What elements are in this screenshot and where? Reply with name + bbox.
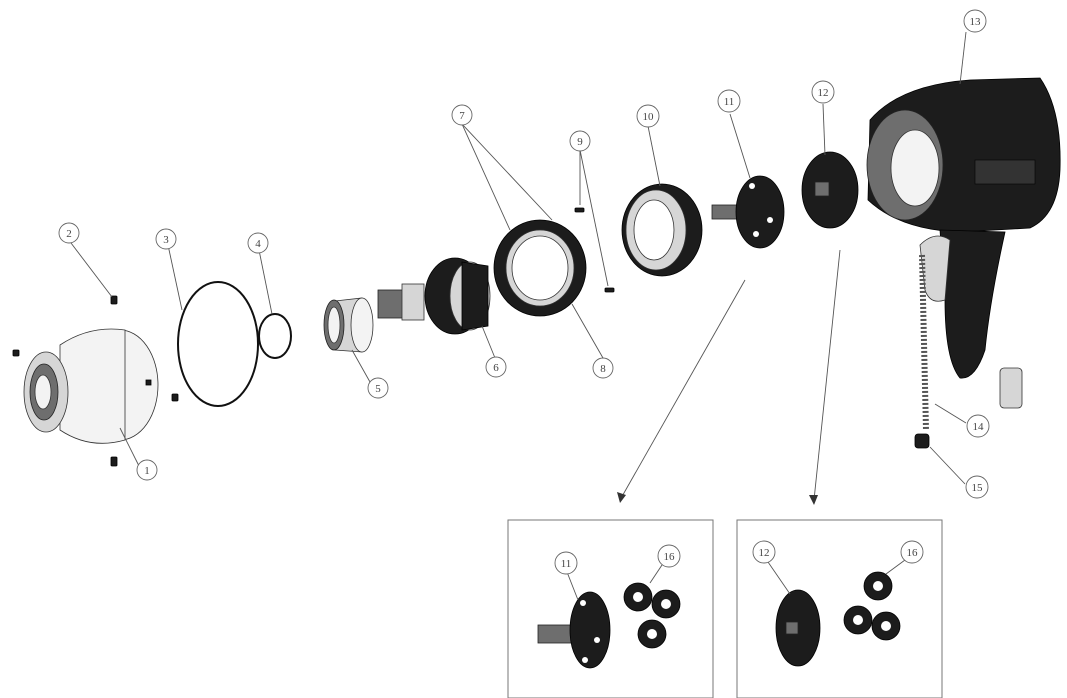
callout-9-label: 9 <box>577 136 583 148</box>
callout-10: 10 <box>636 104 660 128</box>
part-6-anvil <box>377 257 491 335</box>
callout-13-label: 13 <box>970 16 982 28</box>
callout-12: 12 <box>811 80 835 104</box>
detail-right-planet-gears <box>843 571 901 641</box>
callout-8: 8 <box>592 357 614 379</box>
arrowhead-left-detail <box>617 492 626 503</box>
callout-11-label: 11 <box>724 96 735 108</box>
part-5-needle-bearing <box>323 297 374 353</box>
detail-left-planet-gears <box>623 582 681 649</box>
detail-callout-11-label: 11 <box>561 558 572 570</box>
callout-3: 3 <box>155 228 177 250</box>
detail-callout-12-label: 12 <box>759 547 770 559</box>
detail-callout-16-left: 16 <box>657 544 681 568</box>
part-3-large-o-ring <box>177 281 259 407</box>
detail-right-plate <box>775 589 821 667</box>
callout-15: 15 <box>965 475 989 499</box>
callout-14-label: 14 <box>973 421 985 433</box>
part-12-carrier-plate <box>801 151 859 229</box>
detail-callout-16-right: 16 <box>900 540 924 564</box>
detail-leaders <box>566 559 906 601</box>
callout-4: 4 <box>247 232 269 254</box>
arrowhead-right-detail <box>809 495 818 505</box>
callout-12-label: 12 <box>818 87 829 99</box>
callout-2-label: 2 <box>66 228 72 240</box>
callout-5: 5 <box>367 377 389 399</box>
part-11-planet-carrier <box>711 175 785 249</box>
part-4-small-o-ring <box>258 313 292 359</box>
part-15-plug <box>914 433 930 449</box>
part-7-ring-gear <box>493 219 587 317</box>
leader-lines <box>70 31 967 501</box>
callout-1-label: 1 <box>144 465 150 477</box>
callout-1: 1 <box>136 459 158 481</box>
callout-6-label: 6 <box>493 362 499 374</box>
callout-8-label: 8 <box>600 363 606 375</box>
part-10-planetary-ring <box>621 183 703 277</box>
detail-callout-16-left-label: 16 <box>664 551 676 563</box>
detail-box-left <box>507 519 714 698</box>
callout-9: 9 <box>569 130 591 152</box>
detail-callout-11: 11 <box>554 551 578 575</box>
callout-4-label: 4 <box>255 238 261 250</box>
part-9-pins <box>574 207 615 293</box>
part-14-spring <box>919 254 929 431</box>
callout-15-label: 15 <box>972 482 984 494</box>
part-1-front-housing <box>23 328 159 444</box>
callout-3-label: 3 <box>163 234 169 246</box>
callout-10-label: 10 <box>643 111 655 123</box>
callout-11: 11 <box>717 89 741 113</box>
callout-13: 13 <box>963 9 987 33</box>
detail-left-carrier <box>537 591 611 669</box>
callout-2: 2 <box>58 222 80 244</box>
detail-callout-12: 12 <box>752 540 776 564</box>
part-2-screws <box>12 295 179 467</box>
callout-5-label: 5 <box>375 383 381 395</box>
detail-box-right <box>736 519 943 698</box>
detail-callout-16-right-label: 16 <box>907 547 919 559</box>
callout-6: 6 <box>485 356 507 378</box>
part-13-tool-body <box>866 77 1061 409</box>
callout-14: 14 <box>966 414 990 438</box>
callout-7-label: 7 <box>459 110 465 122</box>
callout-7: 7 <box>451 104 473 126</box>
